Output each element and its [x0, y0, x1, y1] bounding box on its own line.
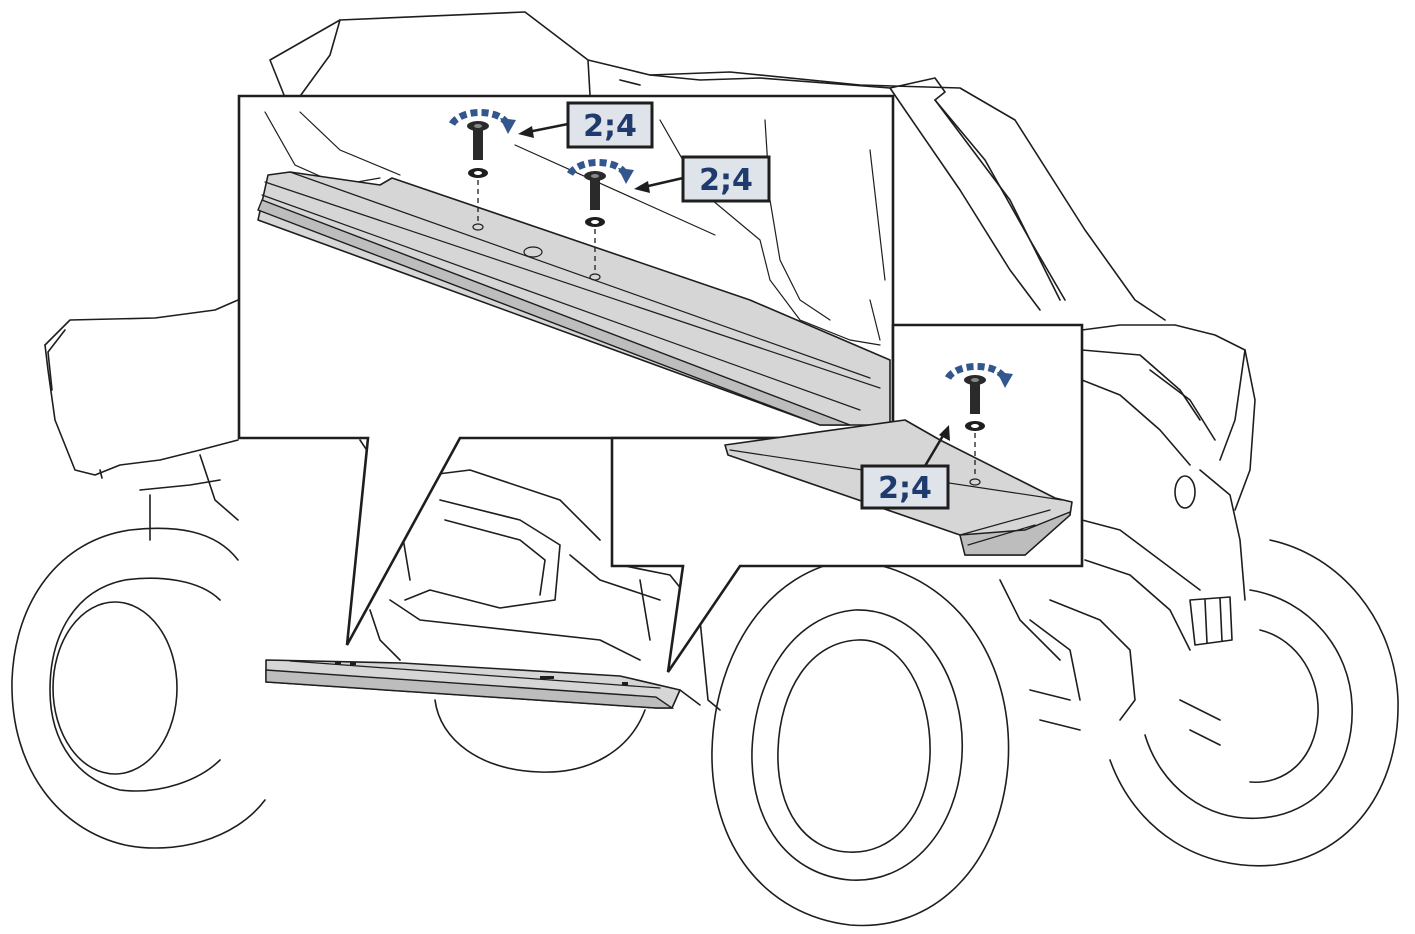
leader-arrow-icon [634, 176, 684, 193]
rear-wheel [11, 527, 266, 849]
detail-callout-left [237, 94, 895, 646]
side-rail [265, 659, 681, 709]
washer-icon [965, 421, 985, 431]
callout-label-2: 2;4 [681, 155, 771, 203]
leader-arrow-icon [923, 425, 950, 467]
front-near-wheel [711, 559, 1010, 927]
callout-label-3: 2;4 [860, 464, 950, 510]
rotation-arrow-icon [566, 158, 634, 184]
bolt-icon [964, 375, 986, 414]
rotation-arrow-icon [944, 362, 1013, 388]
bolt-icon [467, 121, 489, 160]
vehicle-outline [11, 11, 1399, 927]
callout-label-text: 2;4 [699, 163, 753, 198]
callout-label-text: 2;4 [583, 109, 637, 144]
callout-label-text: 2;4 [878, 471, 932, 506]
front-far-wheel [1109, 539, 1399, 867]
callout-label-1: 2;4 [566, 101, 654, 149]
washer-icon [585, 217, 605, 227]
leader-arrow-icon [518, 122, 569, 138]
rotation-arrow-icon [448, 108, 516, 134]
washer-icon [468, 168, 488, 178]
bolt-icon [584, 171, 606, 210]
